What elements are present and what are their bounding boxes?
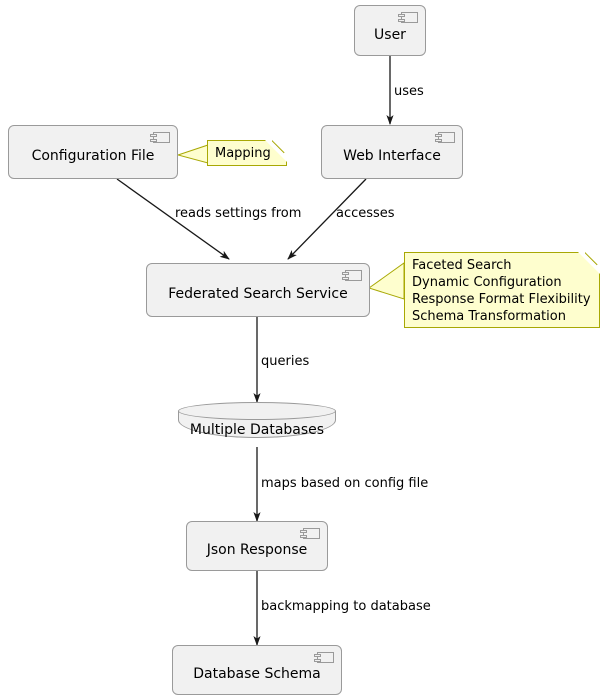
database-top-ellipse <box>178 402 336 420</box>
component-label: Web Interface <box>343 148 441 164</box>
edge-label-queries: queries <box>261 354 310 369</box>
component-icon <box>435 132 455 143</box>
edge-label-backmapping-to-database: backmapping to database <box>261 599 431 614</box>
database-label: Multiple Databases <box>189 422 325 438</box>
component-icon <box>300 528 320 539</box>
note-line: Response Format Flexibility <box>412 292 591 307</box>
component-federated-search-service[interactable]: Federated Search Service <box>146 263 370 317</box>
component-web-interface[interactable]: Web Interface <box>321 125 463 179</box>
component-label: Json Response <box>206 542 308 558</box>
component-json-response[interactable]: Json Response <box>186 521 328 571</box>
note-connector-features <box>367 262 405 300</box>
component-user[interactable]: User <box>354 5 426 56</box>
note-line: Mapping <box>215 146 271 161</box>
note-fold-edge <box>585 252 600 267</box>
note-line: Schema Transformation <box>412 309 566 324</box>
note-line: Faceted Search <box>412 258 512 273</box>
component-label: Configuration File <box>31 148 155 164</box>
edge-label-uses: uses <box>394 84 424 99</box>
note-fold-edge <box>272 140 287 155</box>
component-label: Database Schema <box>193 666 321 682</box>
component-label: User <box>374 26 406 43</box>
component-label: Federated Search Service <box>168 286 348 302</box>
component-icon <box>398 12 418 23</box>
component-icon <box>150 132 170 143</box>
edge-label-reads-settings-from: reads settings from <box>175 206 302 221</box>
database-multiple-databases[interactable]: Multiple Databases <box>178 402 336 447</box>
component-icon <box>342 270 362 281</box>
component-icon <box>314 652 334 663</box>
note-line: Dynamic Configuration <box>412 275 562 290</box>
note-mapping[interactable]: Mapping <box>207 140 287 166</box>
edge-label-maps-based-on-config-file: maps based on config file <box>261 476 429 491</box>
note-features[interactable]: Faceted Search Dynamic Configuration Res… <box>404 252 600 328</box>
note-connector-mapping <box>176 144 209 164</box>
component-database-schema[interactable]: Database Schema <box>172 645 342 695</box>
component-configuration-file[interactable]: Configuration File <box>8 125 178 179</box>
edge-label-accesses: accesses <box>336 206 395 221</box>
